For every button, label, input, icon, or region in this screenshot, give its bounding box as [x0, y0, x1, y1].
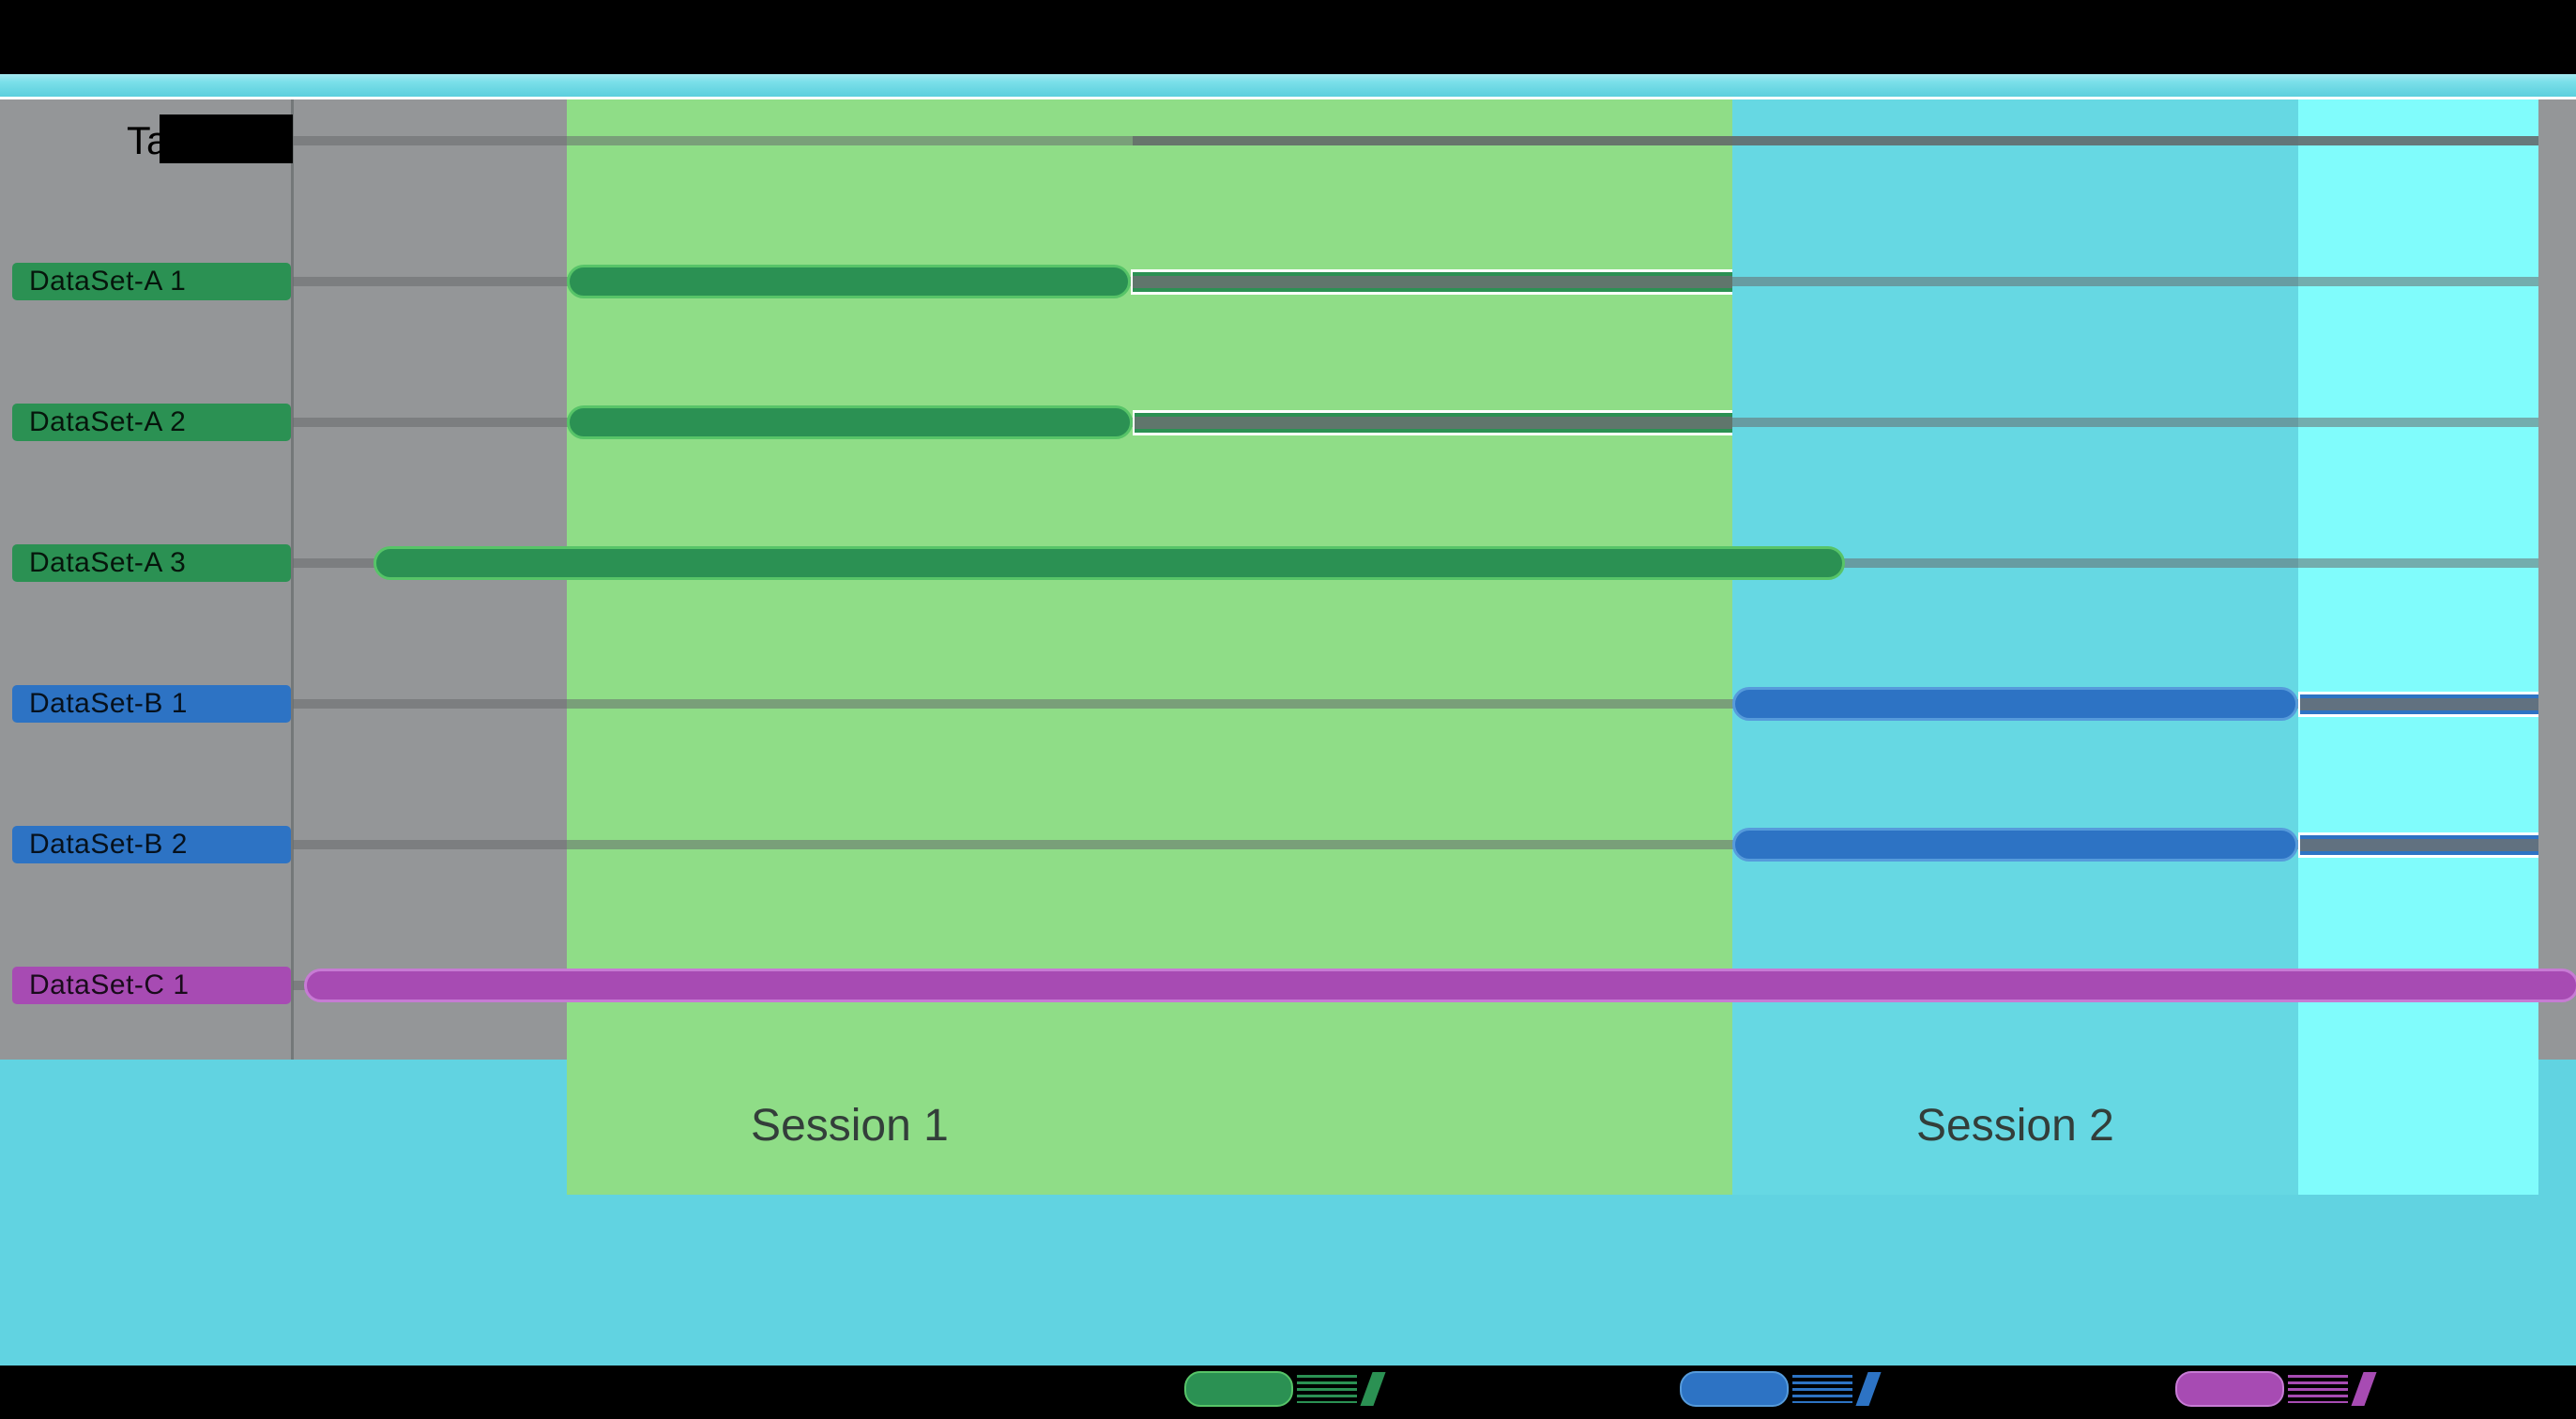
task-extension-line [1130, 269, 1732, 295]
row-gridline [293, 840, 2538, 849]
legend-label [1792, 1375, 1852, 1403]
row-gridline [293, 699, 2538, 709]
task-bar[interactable] [1731, 687, 2298, 721]
task-bar[interactable] [373, 546, 1845, 580]
task-extension-core [2299, 698, 2538, 710]
wrapup-band [2297, 99, 2538, 1195]
task-extension-line [2297, 692, 2538, 717]
session-band-2 [1731, 99, 2298, 1195]
legend-swatch-icon [2175, 1371, 2284, 1407]
task-bar[interactable] [303, 969, 2576, 1002]
row-label: DataSet-C 1 [12, 967, 291, 1004]
top-banner-strip [0, 74, 2576, 100]
session-label-1: Session 1 [751, 1101, 949, 1151]
header-row-gridline-dark [1132, 136, 2538, 145]
task-extension-line [1132, 410, 1732, 435]
legend-swatch-icon [1680, 1371, 1789, 1407]
row-label: DataSet-A 1 [12, 263, 291, 300]
task-bar[interactable] [566, 265, 1131, 298]
legend-item-c[interactable] [2175, 1370, 2377, 1408]
task-extension-core [1134, 417, 1732, 429]
task-bar[interactable] [1731, 828, 2298, 862]
session-label-2: Session 2 [1916, 1101, 2114, 1151]
task-extension-core [1132, 276, 1732, 288]
task-extension-core [2299, 839, 2538, 851]
row-label: DataSet-B 1 [12, 685, 291, 723]
legend-label [1297, 1375, 1357, 1403]
task-bar[interactable] [566, 405, 1133, 439]
y-axis-title-overlay-box [160, 114, 293, 163]
axis-divider-line [291, 99, 294, 1060]
row-label: DataSet-B 2 [12, 826, 291, 863]
legend-item-a[interactable] [1184, 1370, 1386, 1408]
legend-label [2288, 1375, 2348, 1403]
legend-item-b[interactable] [1680, 1370, 1882, 1408]
task-extension-line [2297, 832, 2538, 858]
header-row-gridline-light [293, 136, 1133, 145]
legend-swatch-icon [1184, 1371, 1293, 1407]
row-label: DataSet-A 2 [12, 404, 291, 441]
row-label: DataSet-A 3 [12, 544, 291, 582]
